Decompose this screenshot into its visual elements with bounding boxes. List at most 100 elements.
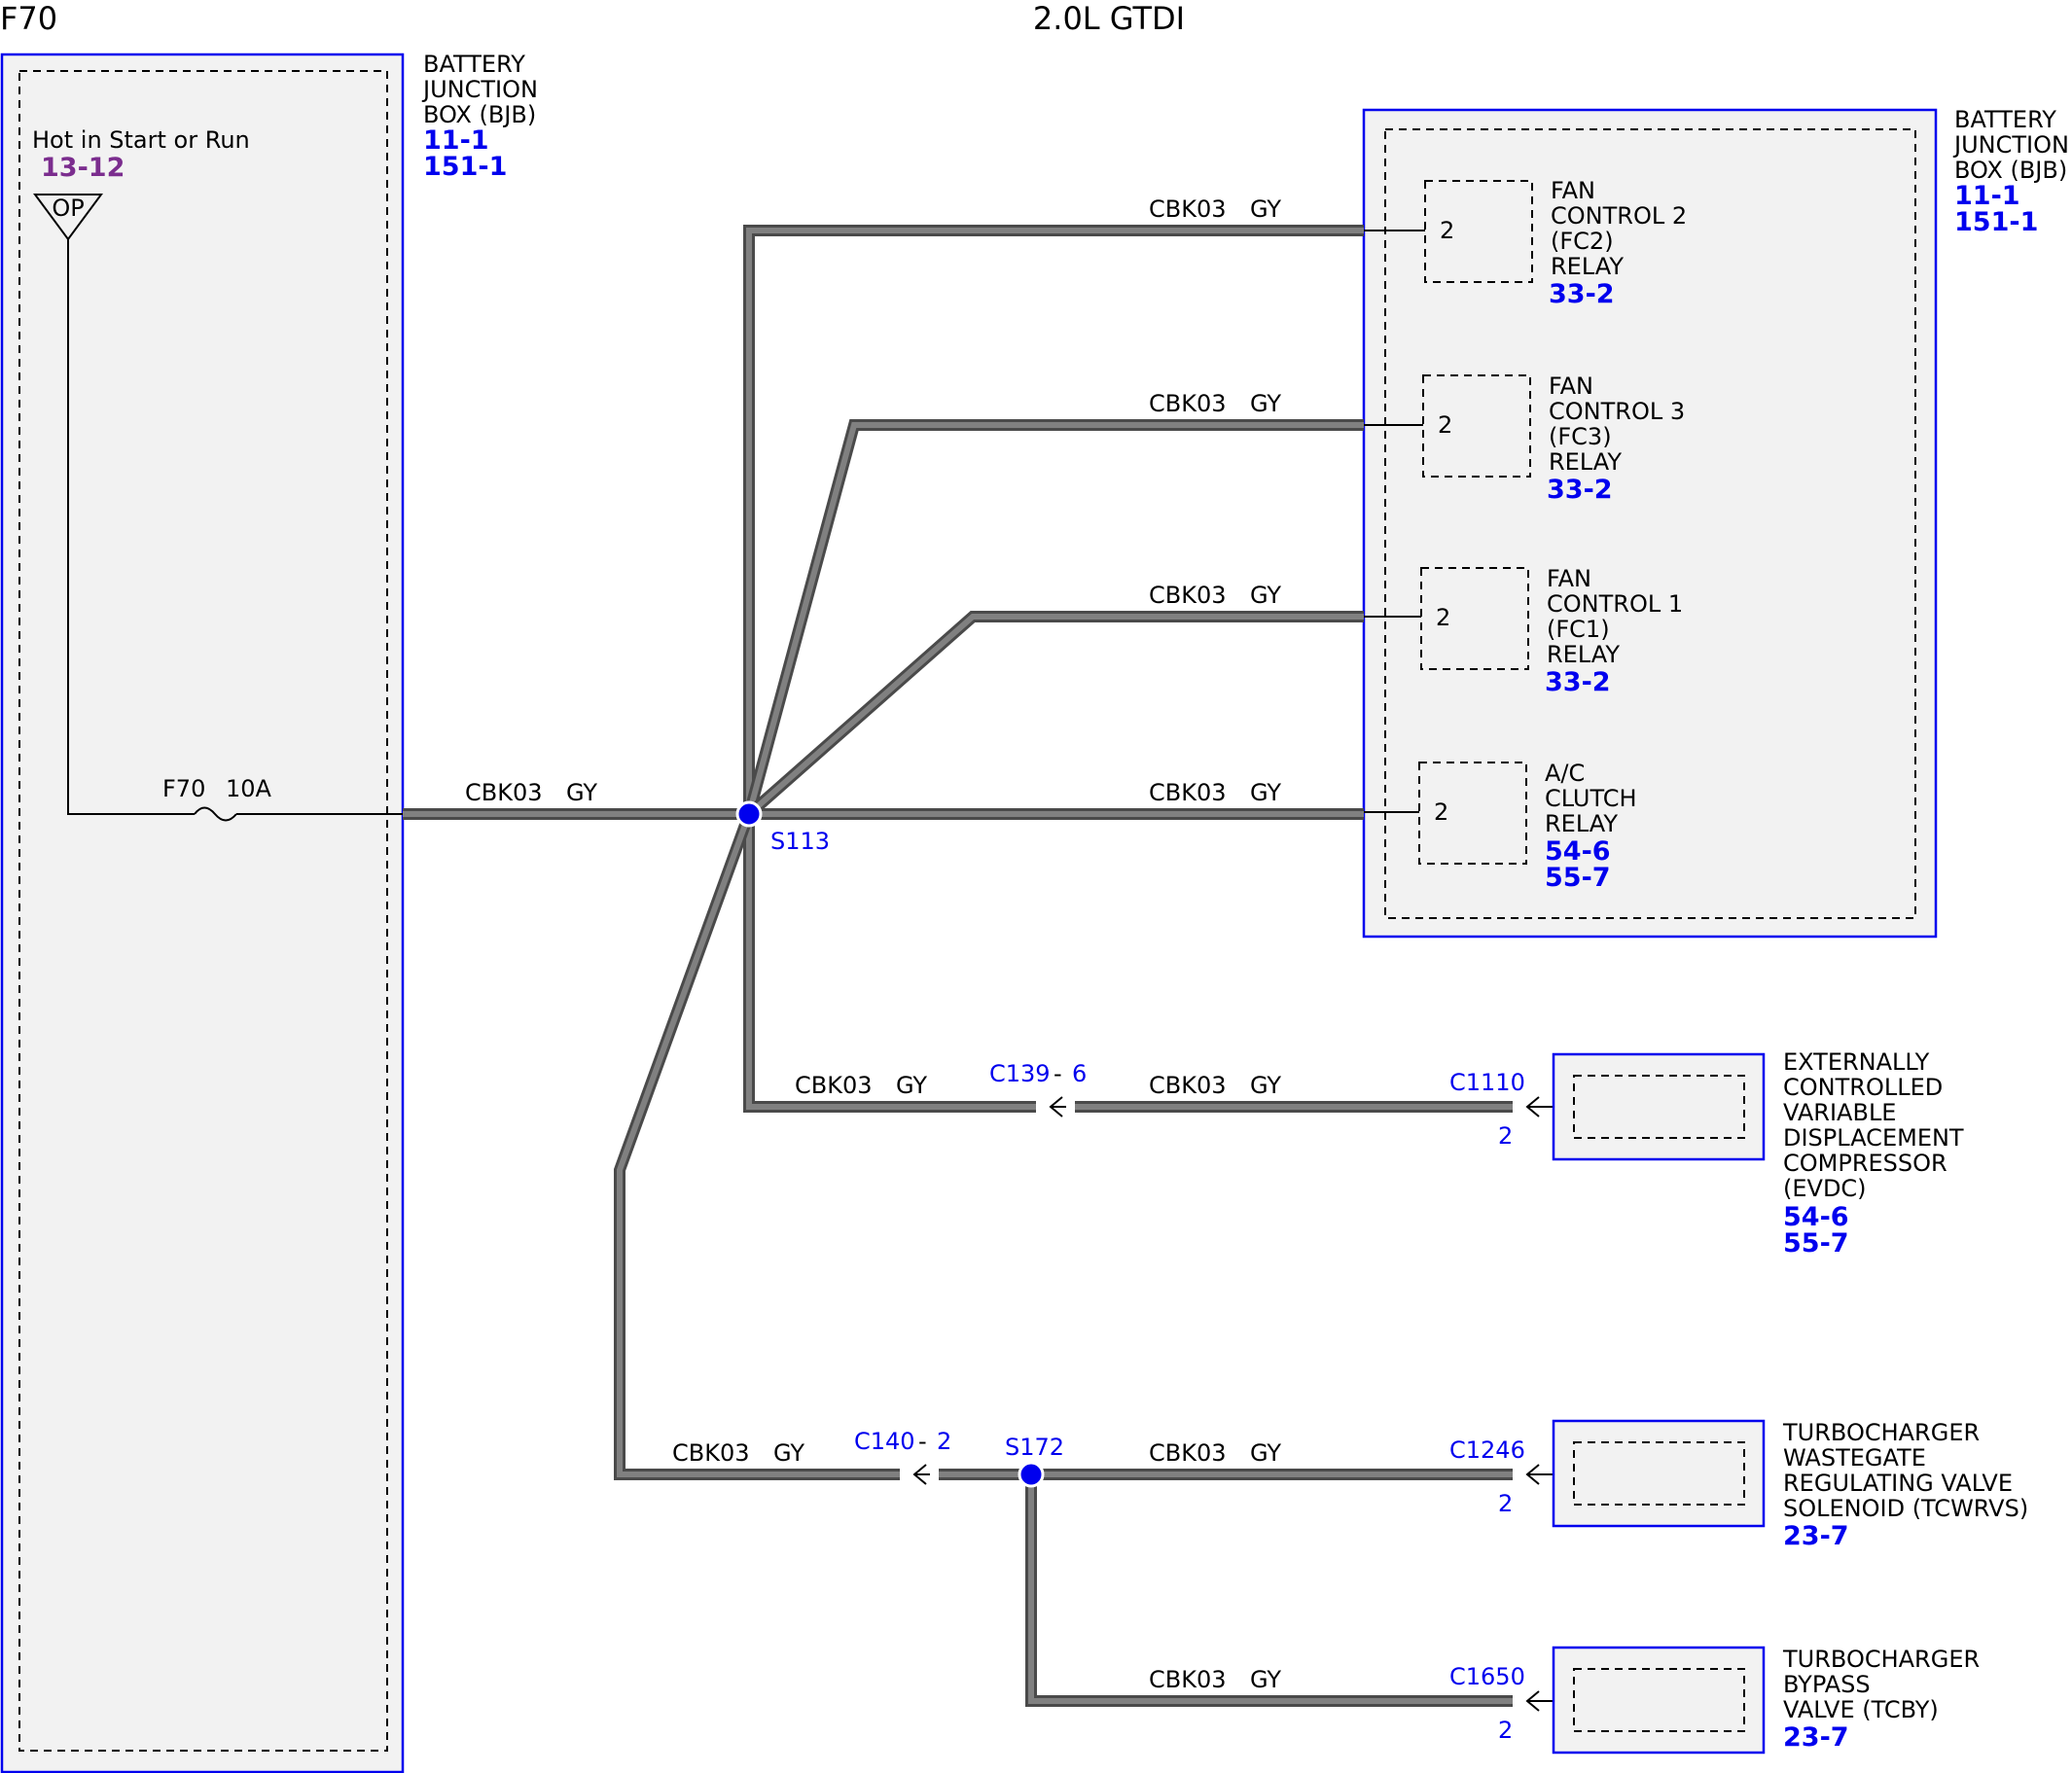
bjb-right-line-2: JUNCTION xyxy=(1952,131,2069,159)
fuse-icon xyxy=(194,806,237,822)
relay-fc1-line-3: (FC1) xyxy=(1547,616,1610,643)
splice-s113-label: S113 xyxy=(770,828,830,855)
wire-label-s113-c139: CBK03 GY xyxy=(795,1072,927,1099)
relay-fc2-line-4: RELAY xyxy=(1551,253,1624,280)
wire-label-s172-tcwrvs: CBK03 GY xyxy=(1149,1439,1281,1467)
relay-ac-line-1: A/C xyxy=(1545,760,1585,787)
relay-ac-clutch: 2 A/C CLUTCH RELAY 54-6 55-7 xyxy=(1364,760,1637,893)
tcwrvs-line-3: REGULATING VALVE xyxy=(1783,1470,2013,1497)
evdc-connector[interactable]: C1110 xyxy=(1449,1069,1525,1096)
wire-circuit: CBK03 xyxy=(672,1439,750,1467)
relay-ac-ref-1[interactable]: 54-6 xyxy=(1545,836,1611,867)
wire-circuit: CBK03 xyxy=(465,779,543,806)
splice-s172[interactable]: S172 xyxy=(1005,1434,1064,1488)
tcwrvs-inner xyxy=(1573,1441,1745,1506)
tcwrvs-ref[interactable]: 23-7 xyxy=(1783,1521,1849,1551)
relay-fc3-line-2: CONTROL 3 xyxy=(1549,398,1685,425)
wire-label-s172-tcby: CBK03 GY xyxy=(1149,1666,1281,1693)
component-tcwrvs: C1246 2 TURBOCHARGER WASTEGATE REGULATIN… xyxy=(1449,1419,2028,1551)
relay-fc3-pin: 2 xyxy=(1438,411,1452,439)
c140-sep: - xyxy=(918,1428,927,1455)
tcby-box xyxy=(1552,1646,1766,1755)
relay-ac-ref-2[interactable]: 55-7 xyxy=(1545,863,1611,893)
tcwrvs-connector[interactable]: C1246 xyxy=(1449,1436,1525,1464)
wire-circuit: CBK03 xyxy=(795,1072,873,1099)
tcby-line-1: TURBOCHARGER xyxy=(1782,1646,1980,1673)
c139-pin: 6 xyxy=(1072,1060,1087,1087)
evdc-ref-2[interactable]: 55-7 xyxy=(1783,1228,1849,1259)
wire-color: GY xyxy=(1250,1666,1281,1693)
wire-s113-to-fc1 xyxy=(745,611,1364,819)
bjb-left-box xyxy=(0,53,405,1773)
wire-circuit: CBK03 xyxy=(1149,390,1227,417)
engine-title: 2.0L GTDI xyxy=(1033,0,1185,37)
wire-color: GY xyxy=(773,1439,804,1467)
wire-circuit: CBK03 xyxy=(1149,195,1227,223)
wire-color: GY xyxy=(1250,195,1281,223)
inline-connector-c139[interactable]: C139 - 6 xyxy=(989,1060,1087,1117)
wire-label-c139-evdc: CBK03 GY xyxy=(1149,1072,1281,1099)
tcby-connector[interactable]: C1650 xyxy=(1449,1663,1525,1690)
wire-s113-to-fc2 xyxy=(743,225,1364,814)
splice-s113[interactable]: S113 xyxy=(735,800,830,855)
tcby-pin: 2 xyxy=(1498,1717,1513,1744)
relay-fc1-line-1: FAN xyxy=(1547,565,1591,592)
relay-fc2-line-3: (FC2) xyxy=(1551,228,1614,255)
relay-ac-line-2: CLUTCH xyxy=(1545,785,1637,812)
bjb-left-line-1: BATTERY xyxy=(423,51,525,78)
c140-pin: 2 xyxy=(937,1428,951,1455)
power-feed-ref[interactable]: 13-12 xyxy=(41,153,125,183)
power-feed-label: Hot in Start or Run xyxy=(32,126,250,154)
wire-label-fc3: CBK03 GY xyxy=(1149,390,1281,417)
wire-label-fc1: CBK03 GY xyxy=(1149,582,1281,609)
wire-label-ac: CBK03 GY xyxy=(1149,779,1281,806)
relay-ac-line-3: RELAY xyxy=(1545,810,1618,837)
evdc-line-1: EXTERNALLY xyxy=(1783,1048,1930,1076)
evdc-line-3: VARIABLE xyxy=(1783,1099,1896,1126)
c139-sep: - xyxy=(1054,1060,1062,1087)
component-evdc: C1110 2 EXTERNALLY CONTROLLED VARIABLE D… xyxy=(1449,1048,1964,1259)
wire-s113-to-c139 xyxy=(743,814,1036,1113)
wire-label-s113-c140: CBK03 GY xyxy=(672,1439,804,1467)
bjb-right-ref-2[interactable]: 151-1 xyxy=(1954,207,2038,237)
relay-fc2-ref[interactable]: 33-2 xyxy=(1549,279,1615,309)
bjb-right-line-1: BATTERY xyxy=(1954,106,2056,133)
relay-fan-control-3: 2 FAN CONTROL 3 (FC3) RELAY 33-2 xyxy=(1364,372,1685,505)
evdc-line-5: COMPRESSOR xyxy=(1783,1150,1947,1177)
evdc-line-2: CONTROLLED xyxy=(1783,1074,1943,1101)
op-symbol-label: OP xyxy=(52,195,84,222)
relay-fc3-ref[interactable]: 33-2 xyxy=(1547,475,1613,505)
wire-s113-to-fc3 xyxy=(743,419,1364,816)
relay-fc1-pin: 2 xyxy=(1436,604,1450,631)
bjb-right-label: BATTERY JUNCTION BOX (BJB) 11-1 151-1 xyxy=(1952,106,2069,237)
evdc-inner xyxy=(1573,1075,1745,1139)
relay-fc1-line-2: CONTROL 1 xyxy=(1547,590,1683,618)
bjb-left-ref-1[interactable]: 11-1 xyxy=(423,125,489,156)
c140-id: C140 xyxy=(854,1428,915,1455)
evdc-ref-1[interactable]: 54-6 xyxy=(1783,1202,1849,1232)
wire-color: GY xyxy=(566,779,597,806)
wire-s172-to-tcby xyxy=(1025,1474,1513,1707)
relay-fc2-line-2: CONTROL 2 xyxy=(1551,202,1687,230)
bjb-right-line-3: BOX (BJB) xyxy=(1954,157,2067,184)
tcwrvs-line-2: WASTEGATE xyxy=(1783,1444,1926,1472)
tcby-ref[interactable]: 23-7 xyxy=(1783,1722,1849,1753)
wire-circuit: CBK03 xyxy=(1149,779,1227,806)
tcwrvs-pin: 2 xyxy=(1498,1490,1513,1517)
wire-color: GY xyxy=(1250,779,1281,806)
bjb-right-ref-1[interactable]: 11-1 xyxy=(1954,181,2020,211)
wire-color: GY xyxy=(1250,582,1281,609)
relay-fc1-ref[interactable]: 33-2 xyxy=(1545,667,1611,697)
relay-fc2-pin: 2 xyxy=(1440,217,1454,244)
component-tcby: C1650 2 TURBOCHARGER BYPASS VALVE (TCBY)… xyxy=(1449,1646,1980,1755)
wire-circuit: CBK03 xyxy=(1149,1666,1227,1693)
relay-ac-pin: 2 xyxy=(1434,798,1448,826)
tcwrvs-line-1: TURBOCHARGER xyxy=(1782,1419,1980,1446)
bjb-left-ref-2[interactable]: 151-1 xyxy=(423,152,507,182)
inline-connector-c140[interactable]: C140 - 2 xyxy=(854,1428,951,1485)
tcby-inner xyxy=(1573,1668,1745,1732)
wire-color: GY xyxy=(1250,390,1281,417)
relay-fc1-box xyxy=(1420,567,1529,670)
splice-s172-label: S172 xyxy=(1005,1434,1064,1461)
